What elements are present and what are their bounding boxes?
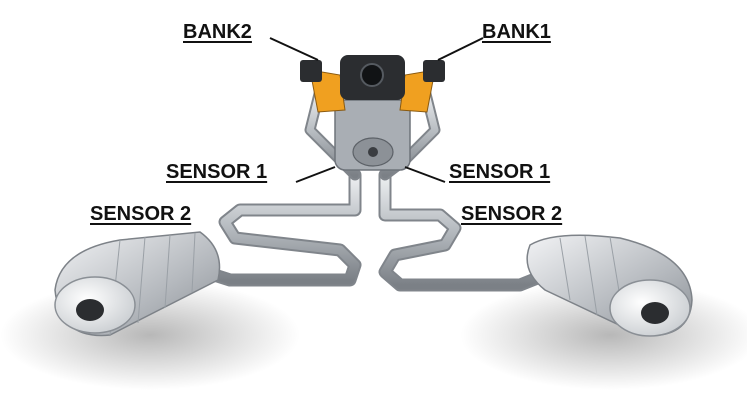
sensor1-left-label: SENSOR 1: [166, 161, 268, 183]
left-muffler: [54, 231, 221, 337]
intake-throttle-body: [360, 63, 384, 87]
bank1-leader: [437, 37, 484, 61]
bank2-leader: [269, 37, 319, 61]
left-tailpipe-opening: [76, 299, 104, 321]
sensor1-right-leader: [404, 166, 446, 183]
bank2-label: BANK2: [183, 21, 252, 43]
leader-lines: [269, 37, 484, 183]
sensor2-left-label: SENSOR 2: [90, 203, 192, 225]
sensor1-left-leader: [295, 166, 336, 183]
engine: [300, 55, 445, 171]
sensor2-right-label: SENSOR 2: [461, 203, 563, 225]
bank1-label: BANK1: [482, 21, 551, 43]
right-muffler: [526, 234, 693, 337]
right-tailpipe-opening: [641, 302, 669, 324]
sensor1-right-label: SENSOR 1: [449, 161, 551, 183]
